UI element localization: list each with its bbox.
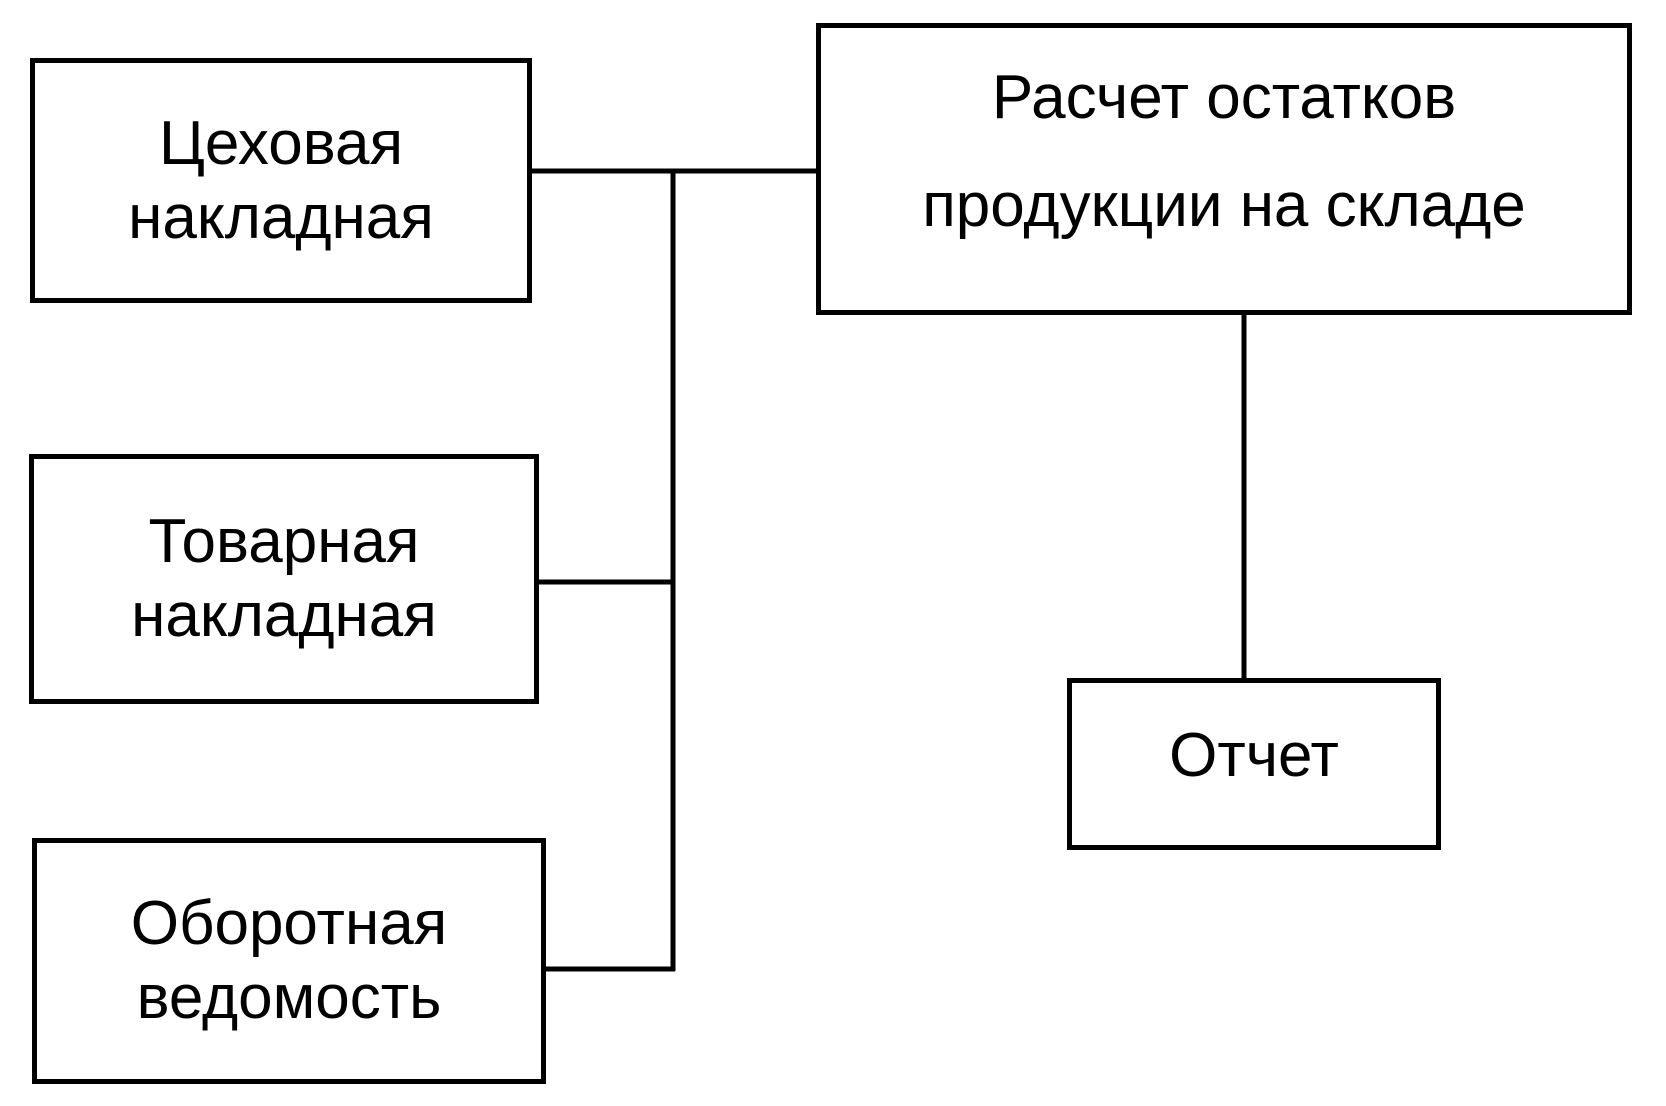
node-label-line: Расчет остатков bbox=[991, 63, 1457, 132]
node-goods-invoice: Товарная накладная bbox=[29, 454, 539, 704]
node-workshop-invoice: Цеховая накладная bbox=[30, 58, 532, 303]
node-label-line: накладная bbox=[131, 581, 437, 650]
node-label-line: накладная bbox=[128, 182, 434, 252]
node-label-line: Товарная bbox=[148, 507, 420, 576]
node-label-line: Цеховая bbox=[158, 108, 404, 178]
node-label-line: ведомость bbox=[136, 963, 442, 1032]
node-label-line: Оборотная bbox=[130, 889, 448, 958]
node-report: Отчет bbox=[1067, 678, 1441, 850]
node-stock-calculation: Расчет остатков продукции на складе bbox=[816, 23, 1632, 315]
node-turnover-statement: Оборотная ведомость bbox=[32, 838, 546, 1084]
node-label-line: продукции на складе bbox=[922, 171, 1526, 240]
node-label-line: Отчет bbox=[1169, 721, 1339, 790]
